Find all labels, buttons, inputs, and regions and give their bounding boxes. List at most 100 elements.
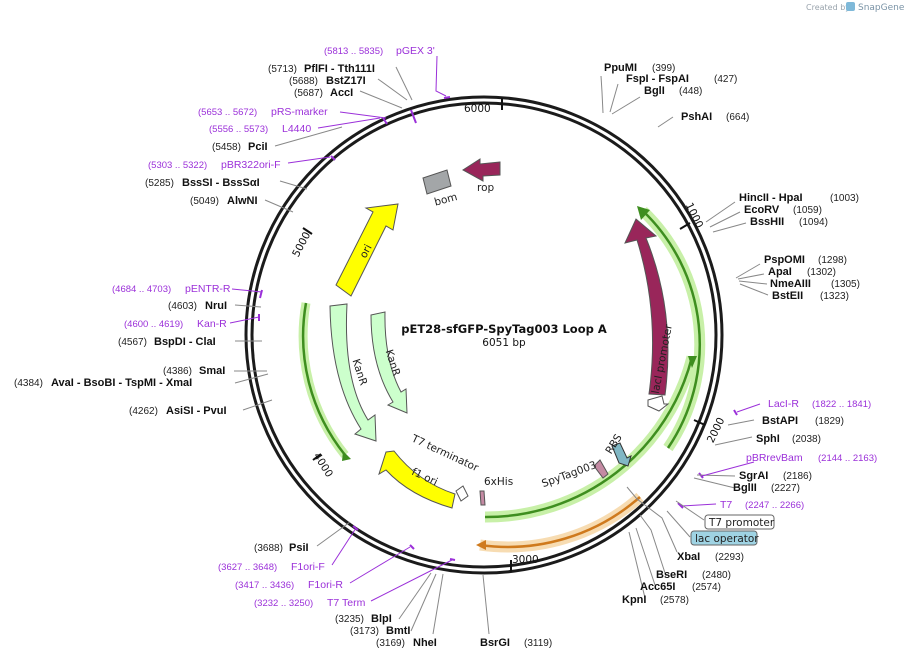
enzyme-pshai[interactable]: PshAI xyxy=(681,111,712,123)
enzyme-fspi-fspai-position: (427) xyxy=(714,74,737,85)
enzyme-bgli[interactable]: BglI xyxy=(644,85,665,97)
enzyme-pshai-position: (664) xyxy=(726,112,749,123)
backbone-inner xyxy=(250,101,718,569)
enzyme-pcii-position: (5458) xyxy=(212,142,241,153)
enzyme-blpi-position: (3235) xyxy=(335,614,364,625)
enzyme-bsteii[interactable]: BstEII xyxy=(772,290,803,302)
enzyme-bstz17i-position: (5688) xyxy=(289,76,318,87)
enzyme-acci-position: (5687) xyxy=(294,88,323,99)
tick-label-6000: 6000 xyxy=(464,103,491,115)
primer-t7-term-name[interactable]: T7 Term xyxy=(327,597,366,609)
enzyme-nhei[interactable]: NheI xyxy=(413,637,437,649)
enzyme-alwni-position: (5049) xyxy=(190,196,219,207)
enzyme-bmti[interactable]: BmtI xyxy=(386,625,410,637)
backbone-outer xyxy=(244,95,724,575)
rop-feature xyxy=(462,158,501,182)
primer-marks xyxy=(258,96,738,561)
enzyme-smai-position: (4386) xyxy=(163,366,192,377)
t7-promoter-box[interactable]: T7 promoter xyxy=(704,514,775,530)
f1ori-feature xyxy=(378,450,456,509)
enzyme-sgrai[interactable]: SgrAI xyxy=(739,470,768,482)
lac-operator-box[interactable]: lac operator xyxy=(690,530,759,546)
feature-arc-4-arrowhead xyxy=(342,451,351,461)
t7-promoter-label: T7 promoter xyxy=(708,517,775,529)
primer-prs-marker-name[interactable]: pRS-marker xyxy=(271,106,328,118)
primer-kan-r-name[interactable]: Kan-R xyxy=(197,318,227,330)
enzyme-hincii-hpai[interactable]: HincII - HpaI xyxy=(739,192,803,204)
ori-feature xyxy=(335,203,399,297)
enzyme-kpni[interactable]: KpnI xyxy=(622,594,646,606)
snapgene-brand-text: SnapGene xyxy=(858,3,904,13)
primer-pentr-r-name[interactable]: pENTR-R xyxy=(185,283,231,295)
enzyme-sgrai-position: (2186) xyxy=(783,471,812,482)
enzyme-blpi[interactable]: BlpI xyxy=(371,613,392,625)
enzyme-bspdi-clai[interactable]: BspDI - ClaI xyxy=(154,336,216,348)
enzyme-bsrgi[interactable]: BsrGI xyxy=(480,637,510,649)
enzyme-ppumi[interactable]: PpuMI xyxy=(604,62,637,74)
rop-label: rop xyxy=(477,182,495,194)
enzyme-sphi-position: (2038) xyxy=(792,434,821,445)
kanr-feature-2 xyxy=(370,311,408,414)
primer-pbrrevbam-range: (2144 .. 2163) xyxy=(818,453,877,464)
primer-kan-r-range: (4600 .. 4619) xyxy=(124,319,183,330)
enzyme-fspi-fspai[interactable]: FspI - FspAI xyxy=(626,73,689,85)
primer-laci-r-name[interactable]: LacI-R xyxy=(768,398,799,410)
primer-pbrrevbam-name[interactable]: pBRrevBam xyxy=(746,452,803,464)
plasmid-length: 6051 bp xyxy=(482,337,526,349)
enzyme-asisi-pvui[interactable]: AsiSI - PvuI xyxy=(166,405,227,417)
feature-arc-1 xyxy=(642,210,701,449)
primer-f1ori-f-name[interactable]: F1ori-F xyxy=(291,561,325,573)
tick-marks xyxy=(302,98,706,572)
enzyme-pflfi-tth111i[interactable]: PflFI - Tth111I xyxy=(304,63,375,75)
enzyme-bsssi-bsssai[interactable]: BssSI - BssSαI xyxy=(182,177,260,189)
enzyme-bstapi[interactable]: BstAPI xyxy=(762,415,798,427)
enzyme-bsshii[interactable]: BssHII xyxy=(750,216,784,228)
his-tag-feature xyxy=(479,490,486,506)
enzyme-psii[interactable]: PsiI xyxy=(289,542,309,554)
enzyme-bseri[interactable]: BseRI xyxy=(656,569,687,581)
primer-laci-r-range: (1822 .. 1841) xyxy=(812,399,871,410)
primer-pbr322ori-f-name[interactable]: pBR322ori-F xyxy=(221,159,281,171)
enzyme-nrui-position: (4603) xyxy=(168,301,197,312)
primer-t7-name[interactable]: T7 xyxy=(720,499,732,511)
enzyme-nmeaiii[interactable]: NmeAIII xyxy=(770,278,811,290)
bom-label: bom xyxy=(433,191,459,209)
enzyme-pcii[interactable]: PciI xyxy=(248,141,268,153)
feature-arc-3 xyxy=(479,496,641,549)
primer-f1ori-r-name[interactable]: F1ori-R xyxy=(308,579,343,591)
enzyme-bseri-position: (2480) xyxy=(702,570,731,581)
primer-prs-marker-range: (5653 .. 5672) xyxy=(198,107,257,118)
t7-terminator-feature xyxy=(455,485,469,502)
feature-arc-1-arrowhead xyxy=(637,206,650,220)
enzyme-acc65i[interactable]: Acc65I xyxy=(640,581,675,593)
primer-l4440-range: (5556 .. 5573) xyxy=(209,124,268,135)
primer-l4440-name[interactable]: L4440 xyxy=(282,123,311,135)
enzyme-sphi[interactable]: SphI xyxy=(756,433,780,445)
enzyme-acci[interactable]: AccI xyxy=(330,87,353,99)
snapgene-logo-icon xyxy=(846,2,855,11)
enzyme-bglii[interactable]: BglII xyxy=(733,482,757,494)
primer-pgex3-name[interactable]: pGEX 3' xyxy=(396,45,435,57)
rbs-feature xyxy=(611,442,632,467)
primer-pgex3-range: (5813 .. 5835) xyxy=(324,46,383,57)
enzyme-bsteii-position: (1323) xyxy=(820,291,849,302)
enzyme-apai[interactable]: ApaI xyxy=(768,266,792,278)
enzyme-asisi-pvui-position: (4262) xyxy=(129,406,158,417)
enzyme-kpni-position: (2578) xyxy=(660,595,689,606)
enzyme-nrui[interactable]: NruI xyxy=(205,300,227,312)
enzyme-smai[interactable]: SmaI xyxy=(199,365,225,377)
enzyme-bstz17i[interactable]: BstZ17I xyxy=(326,75,366,87)
enzyme-bstapi-position: (1829) xyxy=(815,416,844,427)
enzyme-ecorv[interactable]: EcoRV xyxy=(744,204,780,216)
enzyme-avai-group[interactable]: AvaI - BsoBI - TspMI - XmaI xyxy=(51,377,192,389)
created-by-text: Created by xyxy=(806,3,850,12)
enzyme-avai-group-position: (4384) xyxy=(14,378,43,389)
enzyme-leader-lines xyxy=(234,66,769,635)
enzyme-alwni[interactable]: AlwNI xyxy=(227,195,258,207)
enzyme-xbai[interactable]: XbaI xyxy=(677,551,700,563)
enzyme-pspomi[interactable]: PspOMI xyxy=(764,254,805,266)
tick-label-5000: 5000 xyxy=(290,230,313,259)
enzyme-xbai-position: (2293) xyxy=(715,552,744,563)
tick-label-4000: 4000 xyxy=(311,451,335,480)
